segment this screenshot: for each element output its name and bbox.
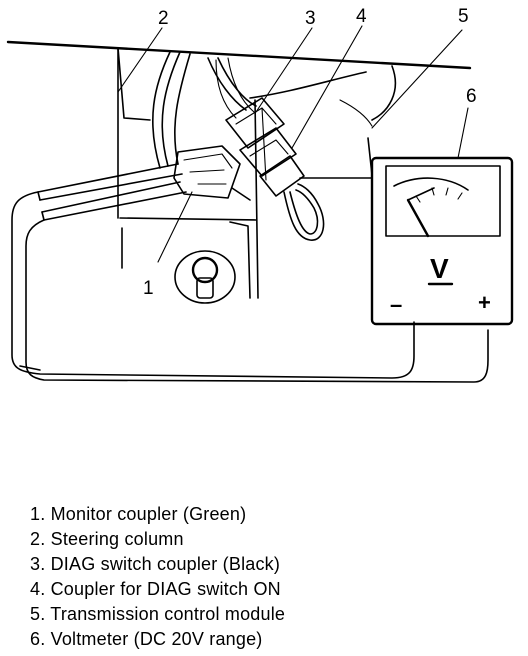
voltmeter-plus-terminal: + <box>478 290 491 315</box>
callout-5: 5 <box>458 6 469 27</box>
legend-item: 5. Transmission control module <box>30 604 286 624</box>
callout-6: 6 <box>466 86 477 107</box>
callout-1: 1 <box>143 278 154 299</box>
diag-switch-coupler <box>225 97 297 177</box>
callout-2: 2 <box>158 8 169 29</box>
dashboard-structure <box>6 40 472 299</box>
test-leads <box>11 191 489 383</box>
leader-lines <box>117 25 469 263</box>
voltmeter-unit-symbol: V <box>430 253 449 284</box>
callout-3: 3 <box>305 8 316 29</box>
callout-4: 4 <box>356 6 367 27</box>
legend-item: 2. Steering column <box>30 529 184 549</box>
legend-item: 1. Monitor coupler (Green) <box>30 504 247 524</box>
legend-item: 3. DIAG switch coupler (Black) <box>30 554 281 574</box>
wiring-diagram: V – + 1 2 3 4 5 6 <box>6 6 514 383</box>
monitor-coupler <box>173 145 241 199</box>
voltmeter-probes <box>37 163 187 221</box>
parts-legend: 1. Monitor coupler (Green) 2. Steering c… <box>30 502 285 652</box>
steering-column-mount <box>174 250 236 304</box>
diag-on-coupler <box>259 155 325 241</box>
legend-item: 6. Voltmeter (DC 20V range) <box>30 629 263 649</box>
voltmeter-minus-terminal: – <box>390 292 402 317</box>
legend-item: 4. Coupler for DIAG switch ON <box>30 579 281 599</box>
voltmeter: V – + <box>370 156 514 326</box>
